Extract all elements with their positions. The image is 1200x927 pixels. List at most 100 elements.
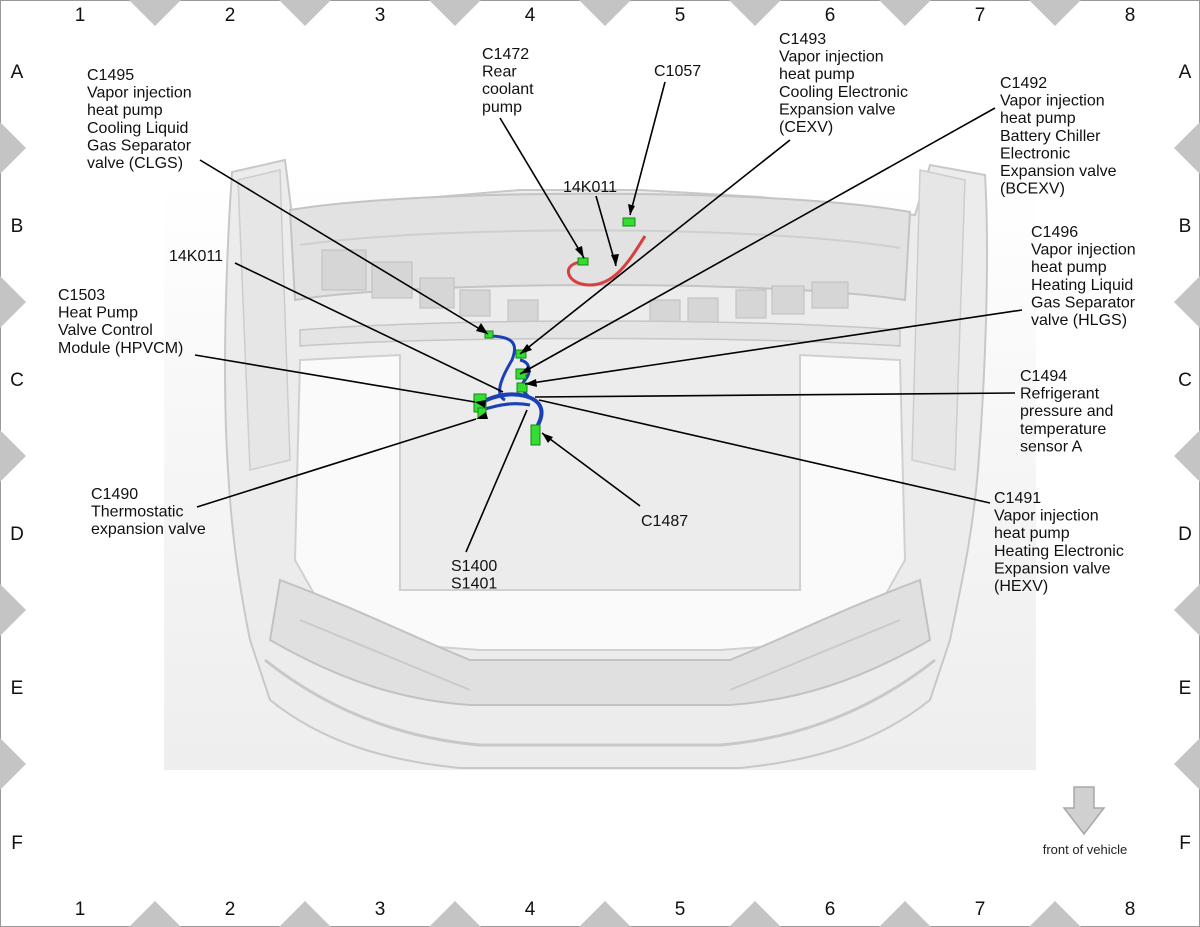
callout-line: S1401 (451, 576, 497, 593)
right-marker-1 (1174, 122, 1200, 174)
connector-c1496 (516, 382, 528, 393)
callout-line: Expansion valve (994, 560, 1111, 577)
top-column-label-3: 3 (375, 5, 386, 26)
top-marker-1 (129, 0, 181, 26)
bottom-marker-1 (129, 901, 181, 927)
callout-line: C1491 (994, 490, 1041, 507)
callout-line: Valve Control (58, 322, 153, 339)
callout-line: Expansion valve (779, 101, 896, 118)
left-marker-1 (0, 122, 26, 174)
right-row-label-C: C (1178, 370, 1192, 391)
callout-line: Battery Chiller (1000, 128, 1101, 145)
callout-line: Vapor injection (779, 49, 884, 66)
bottom-column-label-4: 4 (525, 899, 536, 920)
top-column-label-8: 8 (1125, 5, 1136, 26)
left-row-label-F: F (11, 833, 23, 854)
right-row-label-D: D (1178, 524, 1192, 545)
bottom-marker-6 (879, 901, 931, 927)
callout-line: C1490 (91, 486, 138, 503)
callout-line: C1472 (482, 46, 529, 63)
left-row-label-C: C (10, 370, 24, 391)
callout-line: valve (HLGS) (1031, 312, 1127, 329)
callout-line: (CEXV) (779, 119, 833, 136)
vehicle-body-illustration (164, 158, 1036, 770)
callout-line: pump (482, 99, 522, 116)
callout-k14k011top: 14K011 (563, 179, 617, 196)
callout-line: Vapor injection (994, 508, 1099, 525)
right-row-label-A: A (1179, 62, 1192, 83)
callout-line: heat pump (87, 102, 163, 119)
callout-line: Thermostatic (91, 504, 183, 521)
callout-line: Cooling Electronic (779, 84, 908, 101)
top-marker-2 (279, 0, 331, 26)
callout-line: C1503 (58, 287, 105, 304)
callout-line: 14K011 (169, 248, 223, 265)
left-row-label-D: D (10, 524, 24, 545)
top-column-label-1: 1 (75, 5, 86, 26)
top-marker-3 (429, 0, 481, 26)
callout-line: S1400 (451, 558, 497, 575)
left-marker-3 (0, 430, 26, 482)
bottom-column-label-5: 5 (675, 899, 686, 920)
callout-line: pressure and (1020, 403, 1113, 420)
callout-line: Module (HPVCM) (58, 340, 183, 357)
callout-k14k011left: 14K011 (169, 248, 223, 265)
coolant-pump-harness (566, 235, 647, 287)
bottom-marker-7 (1029, 901, 1081, 927)
bottom-column-label-3: 3 (375, 899, 386, 920)
callout-line: Heat Pump (58, 305, 138, 322)
bottom-marker-2 (279, 901, 331, 927)
left-marker-5 (0, 738, 26, 790)
bottom-column-label-2: 2 (225, 899, 236, 920)
callout-line: heat pump (994, 525, 1070, 542)
callout-line: C1487 (641, 513, 688, 530)
callout-line: C1494 (1020, 368, 1067, 385)
callout-line: C1496 (1031, 224, 1078, 241)
top-marker-4 (579, 0, 631, 26)
top-marker-6 (879, 0, 931, 26)
callout-c1057: C1057 (654, 63, 701, 80)
callout-line: Vapor injection (1031, 242, 1136, 259)
connector-c1487 (530, 424, 541, 446)
right-marker-2 (1174, 276, 1200, 328)
connector-c1495 (484, 330, 494, 339)
connector-c1472 (577, 257, 589, 266)
top-column-label-5: 5 (675, 5, 686, 26)
top-column-label-2: 2 (225, 5, 236, 26)
bottom-column-label-6: 6 (825, 899, 836, 920)
callout-line: heat pump (779, 66, 855, 83)
callout-line: C1057 (654, 63, 701, 80)
callout-line: Vapor injection (87, 85, 192, 102)
left-marker-2 (0, 276, 26, 328)
callout-line: valve (CLGS) (87, 155, 183, 172)
top-marker-5 (729, 0, 781, 26)
right-marker-5 (1174, 738, 1200, 790)
callout-line: Refrigerant (1020, 386, 1100, 403)
left-row-label-E: E (11, 678, 24, 699)
callout-line: heat pump (1031, 259, 1107, 276)
callout-line: expansion valve (91, 521, 206, 538)
left-row-label-B: B (11, 216, 24, 237)
right-marker-3 (1174, 430, 1200, 482)
callout-line: Heating Electronic (994, 543, 1124, 560)
bottom-marker-5 (729, 901, 781, 927)
callout-line: (HEXV) (994, 578, 1048, 595)
callout-line: coolant (482, 81, 534, 98)
callout-line: 14K011 (563, 179, 617, 196)
callout-line: Gas Separator (1031, 294, 1136, 311)
callout-c1487: C1487 (641, 513, 688, 530)
top-column-label-7: 7 (975, 5, 986, 26)
